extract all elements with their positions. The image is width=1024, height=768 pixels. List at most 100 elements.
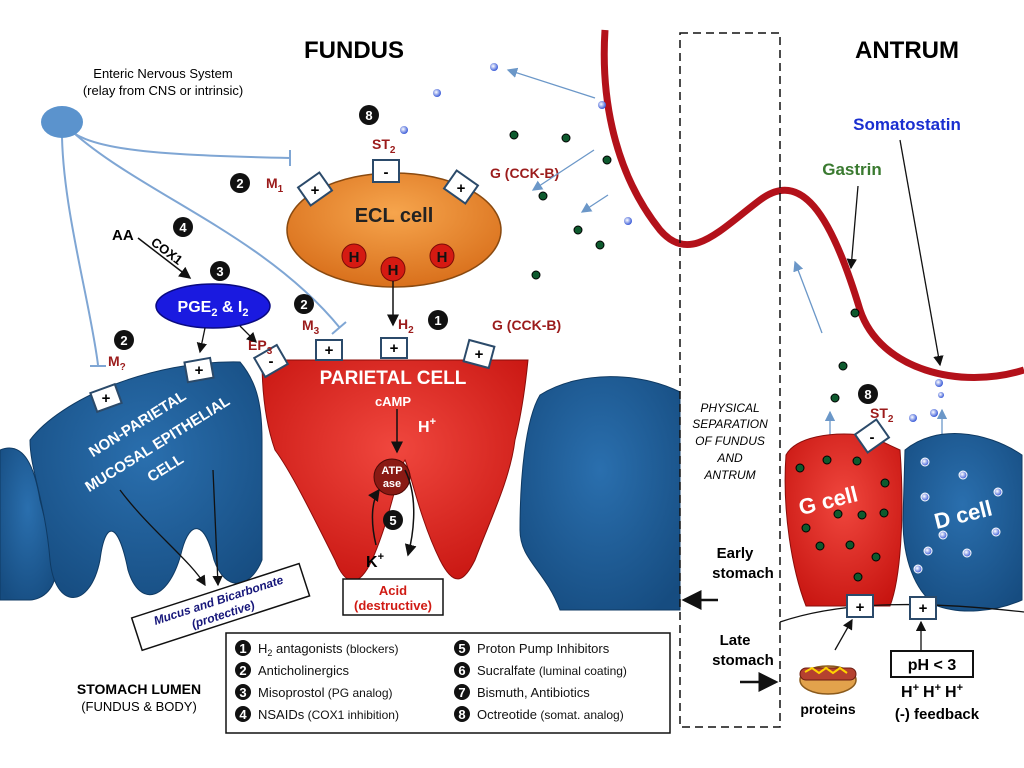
svg-text:8: 8 xyxy=(458,707,465,722)
svg-text:6: 6 xyxy=(458,663,465,678)
svg-text:+: + xyxy=(457,180,466,197)
svg-text:8: 8 xyxy=(864,387,871,402)
atpase-pump xyxy=(373,458,411,496)
hhh-label: H+H+H+ xyxy=(901,682,963,701)
st2-receptor-gcell xyxy=(853,418,891,454)
acid-box xyxy=(342,578,444,616)
svg-text:OF FUNDUS: OF FUNDUS xyxy=(695,434,765,448)
legend-item-6: Sucralfate (luminal coating) xyxy=(477,663,627,678)
ens-label-line1: Enteric Nervous System xyxy=(93,66,232,81)
early-stomach-label-2: stomach xyxy=(712,565,774,582)
early-stomach-label-1: Early xyxy=(717,545,754,562)
svg-text:+: + xyxy=(856,599,865,616)
fundus-title: FUNDUS xyxy=(304,37,404,64)
h2-receptor-label: H2 xyxy=(398,316,414,336)
svg-text:H: H xyxy=(388,262,399,279)
svg-text:+: + xyxy=(919,600,928,617)
separation-box xyxy=(679,32,781,728)
svg-text:7: 7 xyxy=(458,685,465,700)
svg-text:3: 3 xyxy=(239,685,246,700)
svg-text:-: - xyxy=(269,353,274,370)
legend-item-3: Misoprostol (PG analog) xyxy=(258,685,393,700)
somatostatin-molecules xyxy=(400,63,944,422)
drug-site-badges: 8 2 4 3 2 1 2 5 8 xyxy=(114,105,878,530)
svg-text:ase: ase xyxy=(383,478,401,490)
late-stomach-label-2: stomach xyxy=(712,652,774,669)
d-cell xyxy=(902,433,1023,612)
svg-text:SEPARATION: SEPARATION xyxy=(692,417,768,431)
gcell-bottom-receptor xyxy=(846,594,874,618)
svg-text:ATP: ATP xyxy=(381,465,402,477)
camp-label: cAMP xyxy=(375,394,411,409)
kplus-label: K+ xyxy=(366,551,384,571)
svg-text:5: 5 xyxy=(389,513,396,528)
svg-text:Acid: Acid xyxy=(379,583,407,598)
g-cell xyxy=(784,433,903,607)
svg-text:2: 2 xyxy=(300,297,307,312)
lumen-label-1: STOMACH LUMEN xyxy=(77,681,201,697)
svg-text:(destructive): (destructive) xyxy=(354,598,432,613)
ecl-st2-label: ST2 xyxy=(372,136,396,156)
svg-text:+: + xyxy=(390,340,399,357)
late-stomach-label-1: Late xyxy=(720,632,751,649)
m3-receptor-label: M3 xyxy=(302,317,320,337)
legend-item-8: Octreotide (somat. analog) xyxy=(477,707,624,722)
svg-text:4: 4 xyxy=(239,707,247,722)
svg-text:8: 8 xyxy=(365,108,372,123)
dcell-bottom-receptor xyxy=(909,596,937,620)
svg-text:ANTRUM: ANTRUM xyxy=(703,468,755,482)
somatostatin-label: Somatostatin xyxy=(853,115,961,134)
gastrin-label: Gastrin xyxy=(822,160,882,179)
svg-text:1: 1 xyxy=(239,641,246,656)
feedback-label: (-) feedback xyxy=(895,706,980,723)
svg-text:PHYSICAL: PHYSICAL xyxy=(700,401,759,415)
legend-item-2: Anticholinergics xyxy=(258,663,350,678)
ens-ganglion xyxy=(41,106,83,138)
proteins-label: proteins xyxy=(800,701,855,717)
antrum-st2-label: ST2 xyxy=(870,405,894,425)
svg-text:AND: AND xyxy=(716,451,743,465)
ecl-m1-label: M1 xyxy=(266,175,284,195)
lumen-tissue xyxy=(0,361,681,611)
legend-item-7: Bismuth, Antibiotics xyxy=(477,685,590,700)
ens-label-line2: (relay from CNS or intrinsic) xyxy=(83,83,243,98)
svg-text:+: + xyxy=(475,346,484,363)
ecl-g-receptor-label: G (CCK-B) xyxy=(490,165,559,181)
svg-text:H: H xyxy=(437,249,448,266)
svg-text:3: 3 xyxy=(216,264,223,279)
legend-item-4: NSAIDs (COX1 inhibition) xyxy=(258,707,399,722)
ecl-receptors xyxy=(296,159,480,207)
histamine-granules: H H H xyxy=(341,243,455,282)
legend-item-5: Proton Pump Inhibitors xyxy=(477,641,610,656)
ph-box xyxy=(890,650,974,678)
aa-label: AA xyxy=(112,227,134,244)
svg-text:H: H xyxy=(349,249,360,266)
svg-text:+: + xyxy=(311,182,320,199)
antrum-title: ANTRUM xyxy=(855,37,959,64)
parietal-label: PARIETAL CELL xyxy=(320,368,467,389)
cox1-arrow xyxy=(137,237,192,279)
separation-label: PHYSICAL SEPARATION OF FUNDUS AND ANTRUM xyxy=(692,401,768,482)
svg-text:4: 4 xyxy=(179,220,187,235)
svg-text:+: + xyxy=(325,342,334,359)
parietal-g-receptor-label: G (CCK-B) xyxy=(492,317,561,333)
svg-text:+: + xyxy=(102,390,111,407)
hplus-label: H+ xyxy=(418,416,436,436)
pge2-i2-label: PGE2 & I2 xyxy=(178,299,249,319)
pge2-i2-oval xyxy=(155,283,271,329)
drug-legend: 1 2 3 4 5 6 7 8 H2 antagonists (blockers… xyxy=(225,632,671,734)
svg-text:2: 2 xyxy=(236,176,243,191)
gastrin-molecules xyxy=(509,130,860,403)
svg-text:+: + xyxy=(195,362,204,379)
svg-text:pH < 3: pH < 3 xyxy=(908,657,957,674)
svg-text:1: 1 xyxy=(434,313,441,328)
nonparietal-m-label: M? xyxy=(108,353,126,373)
svg-text:-: - xyxy=(384,164,389,181)
lumen-label-2: (FUNDUS & BODY) xyxy=(81,699,197,714)
svg-text:2: 2 xyxy=(239,663,246,678)
hotdog-icon xyxy=(799,665,857,695)
svg-text:-: - xyxy=(870,429,875,446)
svg-text:5: 5 xyxy=(458,641,465,656)
ecl-label: ECL cell xyxy=(355,205,434,227)
parietal-receptors xyxy=(89,337,496,414)
